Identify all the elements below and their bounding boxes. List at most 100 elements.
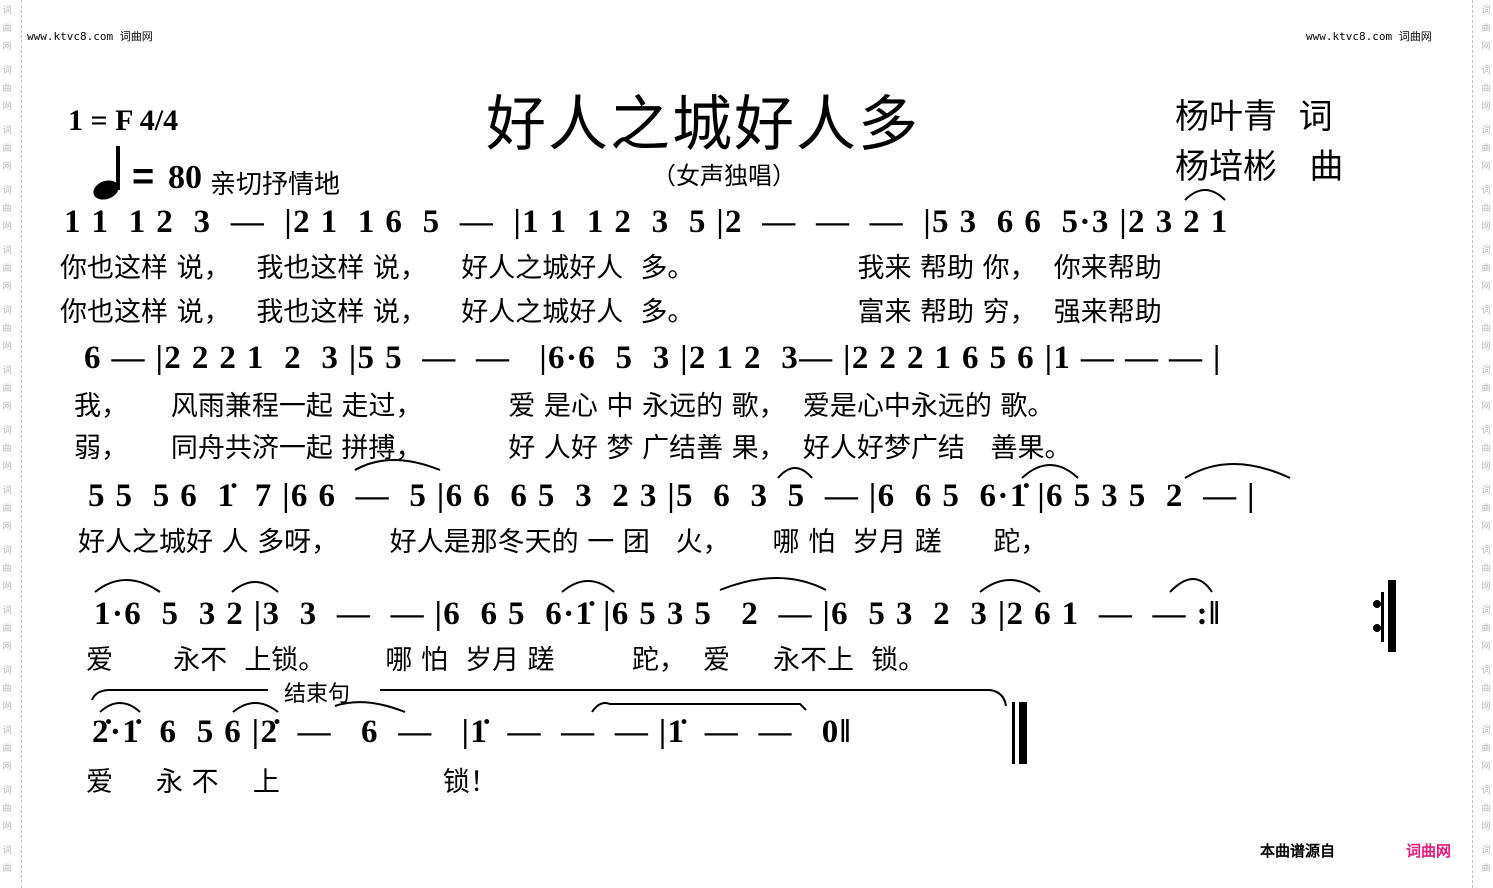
score-line-3-lyrics: 好人之城好 人 多呀， 好人是那冬天的 一 团 火， 哪 怕 岁月 蹉 跎， — [78, 527, 1048, 558]
tempo-bpm: 80 — [168, 159, 202, 196]
song-subtitle: （女声独唱） — [652, 162, 796, 190]
watermark-char: 词 — [1481, 786, 1491, 796]
site-watermark-right: www.ktvc8.com 词曲网 — [1306, 30, 1432, 43]
watermark-char: 网 — [1481, 222, 1491, 232]
score-line-1-lyrics-verse-1: 你也这样 说， 我也这样 说， 好人之城好人 多。 我来 帮助 你， 你来帮助 — [60, 253, 1162, 284]
watermark-char: 曲 — [1481, 864, 1491, 874]
watermark-char: 词 — [1481, 366, 1491, 376]
watermark-char: 词 — [1481, 246, 1491, 256]
watermark-char: 词 — [1481, 546, 1491, 556]
watermark-char: 网 — [1481, 522, 1491, 532]
source-label: 本曲谱源自 — [1260, 842, 1336, 860]
watermark-char: 曲 — [2, 744, 12, 754]
watermark-char: 曲 — [1481, 444, 1491, 454]
watermark-char: 曲 — [1481, 264, 1491, 274]
watermark-char: 网 — [1481, 282, 1491, 292]
watermark-char: 网 — [2, 342, 12, 352]
watermark-char: 网 — [1481, 342, 1491, 352]
watermark-char: 网 — [2, 582, 12, 592]
watermark-char: 曲 — [1481, 804, 1491, 814]
watermark-char: 网 — [1481, 642, 1491, 652]
watermark-char: 网 — [2, 522, 12, 532]
song-title: 好人之城好人多 — [486, 90, 920, 160]
watermark-char: 曲 — [2, 144, 12, 154]
watermark-char: 词 — [2, 306, 12, 316]
ending-phrase-label: 结束句 — [280, 676, 355, 708]
credits: 杨叶青 词 杨培彬 曲 — [1175, 92, 1343, 192]
watermark-char: 曲 — [2, 324, 12, 334]
watermark-char: 词 — [1481, 666, 1491, 676]
watermark-char: 词 — [2, 786, 12, 796]
score-line-2-lyrics-verse-2: 弱， 同舟共济一起 拼搏， 好 人好 梦 广结善 果， 好人好梦广结 善果。 — [74, 433, 1072, 464]
score-line-4-notes: 1·6 5 3 2 |3 3 — — |6 6 5 6·1̇ |6 5 3 5 … — [94, 596, 1222, 632]
watermark-char: 网 — [1481, 582, 1491, 592]
watermark-char: 词 — [2, 186, 12, 196]
watermark-char: 曲 — [1481, 624, 1491, 634]
tempo-equals: = — [132, 156, 155, 198]
watermark-char: 网 — [1481, 462, 1491, 472]
score-line-1-lyrics-verse-2: 你也这样 说， 我也这样 说， 好人之城好人 多。 富来 帮助 穷， 强来帮助 — [60, 297, 1162, 328]
watermark-char: 曲 — [2, 204, 12, 214]
watermark-char: 曲 — [2, 624, 12, 634]
watermark-char: 曲 — [1481, 84, 1491, 94]
watermark-char: 曲 — [2, 804, 12, 814]
watermark-char: 曲 — [2, 264, 12, 274]
watermark-char: 词 — [1481, 306, 1491, 316]
watermark-char: 词 — [2, 6, 12, 16]
score-line-2-lyrics-verse-1: 我， 风雨兼程一起 走过， 爱 是心 中 永远的 歌， 爱是心中永远的 歌。 — [74, 391, 1055, 422]
watermark-char: 词 — [1481, 126, 1491, 136]
watermark-char: 曲 — [1481, 384, 1491, 394]
composer-credit: 杨培彬 曲 — [1175, 147, 1344, 187]
watermark-char: 网 — [2, 822, 12, 832]
watermark-char: 网 — [2, 222, 12, 232]
watermark-char: 网 — [2, 642, 12, 652]
watermark-char: 网 — [2, 402, 12, 412]
score-line-5-notes: 2̇·1̇ 6 5 6 |2̇ — 6 — |1̇ — — — |1̇ — — … — [92, 714, 852, 750]
watermark-char: 曲 — [2, 864, 12, 874]
watermark-char: 词 — [2, 666, 12, 676]
watermark-char: 词 — [1481, 6, 1491, 16]
expression-mark: 亲切抒情地 — [210, 170, 341, 200]
watermark-char: 词 — [2, 126, 12, 136]
watermark-char: 词 — [2, 726, 12, 736]
watermark-char: 词 — [2, 846, 12, 856]
watermark-char: 网 — [2, 282, 12, 292]
watermark-char: 曲 — [2, 504, 12, 514]
watermark-char: 曲 — [1481, 744, 1491, 754]
watermark-char: 网 — [1481, 102, 1491, 112]
watermark-char: 曲 — [1481, 564, 1491, 574]
watermark-char: 曲 — [2, 84, 12, 94]
watermark-char: 网 — [2, 702, 12, 712]
watermark-char: 网 — [1481, 822, 1491, 832]
score-line-5-lyrics: 爱 永 不 上 锁！ — [86, 767, 497, 798]
watermark-char: 网 — [2, 762, 12, 772]
lyricist-credit: 杨叶青 词 — [1175, 97, 1333, 137]
watermark-char: 曲 — [2, 684, 12, 694]
watermark-char: 曲 — [2, 384, 12, 394]
right-watermark-strip: 词 曲 网 词 曲 网 词 曲 网 词 曲 网 词 曲 网 词 曲 网 词 曲 … — [1479, 0, 1493, 888]
score-line-3-notes: 5 5 5 6 1̇ 7 |6 6 — 5 |6 6 6 5 3 2 3 |5 … — [88, 478, 1256, 514]
watermark-char: 词 — [1481, 486, 1491, 496]
score-line-1-notes: 1 1 1 2 3 — |2 1 1 6 5 — |1 1 1 2 3 5 |2… — [64, 204, 1229, 240]
watermark-char: 曲 — [1481, 144, 1491, 154]
watermark-char: 词 — [2, 66, 12, 76]
watermark-char: 词 — [2, 246, 12, 256]
watermark-char: 曲 — [1481, 684, 1491, 694]
watermark-char: 词 — [2, 546, 12, 556]
watermark-char: 词 — [2, 426, 12, 436]
watermark-char: 网 — [1481, 162, 1491, 172]
right-dashed-border — [1472, 0, 1473, 888]
watermark-char: 网 — [1481, 702, 1491, 712]
watermark-char: 词 — [1481, 606, 1491, 616]
key-signature: 1 = F 4/4 — [68, 104, 179, 137]
watermark-char: 词 — [1481, 726, 1491, 736]
watermark-char: 词 — [2, 486, 12, 496]
watermark-char: 网 — [2, 462, 12, 472]
watermark-char: 词 — [1481, 846, 1491, 856]
watermark-char: 网 — [2, 42, 12, 52]
score-line-4-lyrics: 爱 永不 上锁。 哪 怕 岁月 蹉 跎， 爱 永不上 锁。 — [86, 645, 926, 676]
watermark-char: 网 — [1481, 762, 1491, 772]
watermark-char: 曲 — [2, 444, 12, 454]
brand-link[interactable]: 词曲网 — [1406, 842, 1452, 860]
watermark-char: 词 — [2, 366, 12, 376]
